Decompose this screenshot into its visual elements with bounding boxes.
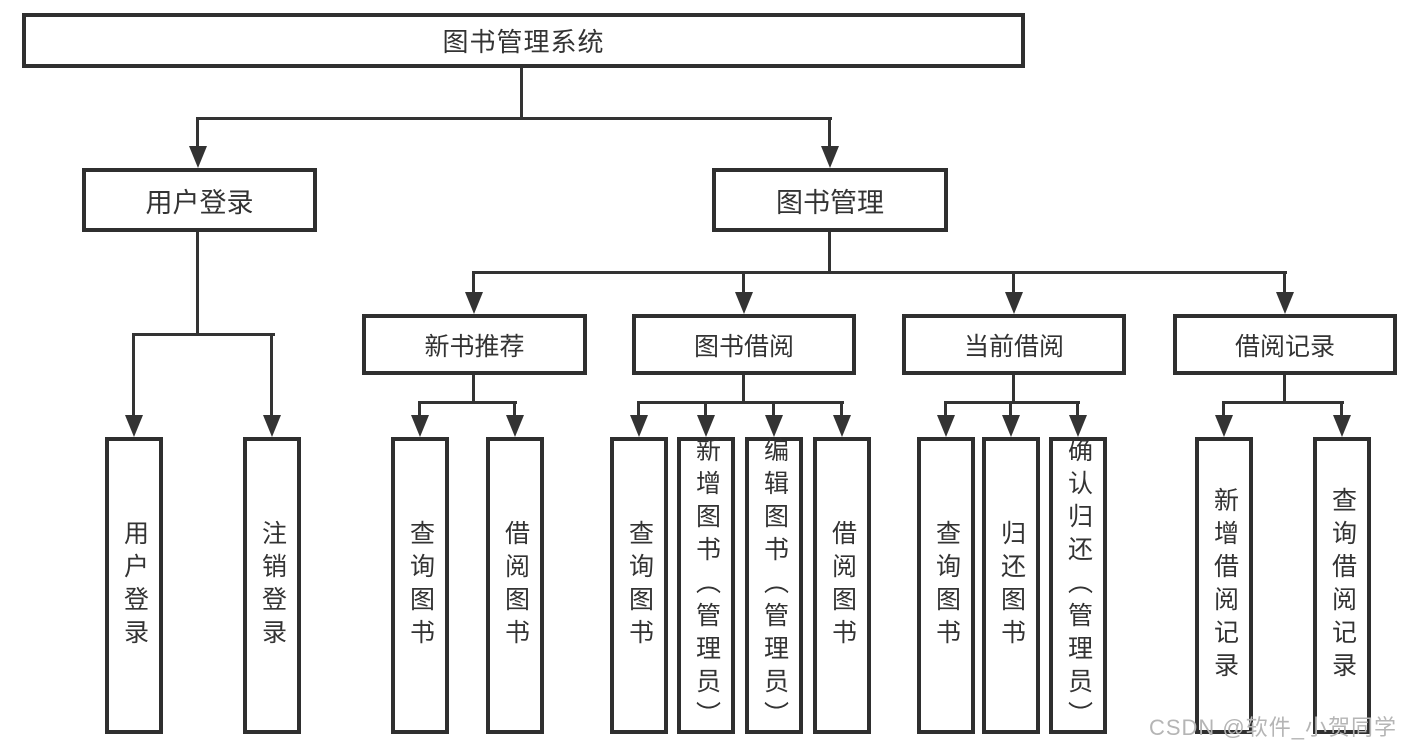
- node-book-borrowing: 图书借阅: [632, 314, 856, 375]
- connector-stem: [1283, 375, 1286, 404]
- connector-stem: [742, 375, 745, 404]
- arrowhead: [1333, 415, 1351, 437]
- node-current-borrowing: 当前借阅: [902, 314, 1126, 375]
- leaf-label: 归还图书: [997, 519, 1026, 652]
- connector-stem: [472, 375, 475, 404]
- arrowhead: [263, 415, 281, 437]
- leaf-user-login: 用户登录: [105, 437, 163, 734]
- connector-drop: [1340, 401, 1343, 417]
- connector-drop: [1076, 401, 1079, 417]
- leaf-label: 编辑图书（管理员）: [760, 437, 789, 734]
- node-label: 借阅记录: [1234, 332, 1335, 361]
- connector-drop: [840, 401, 843, 417]
- connector-l1-rail: [197, 117, 832, 120]
- node-library-management-system: 图书管理系统: [22, 13, 1025, 68]
- node-label: 当前借阅: [963, 332, 1064, 361]
- leaf-query-books-borrowing: 查询图书: [610, 437, 668, 734]
- node-label: 图书借阅: [693, 332, 794, 361]
- connector-l3-rail: [472, 271, 1287, 274]
- leaf-confirm-return-admin: 确认归还（管理员）: [1049, 437, 1107, 734]
- leaf-query-books-current: 查询图书: [917, 437, 975, 734]
- node-book-management: 图书管理: [712, 168, 948, 232]
- arrowhead: [506, 415, 524, 437]
- connector-drop: [828, 117, 831, 147]
- arrowhead: [1276, 292, 1294, 314]
- arrowhead: [1002, 415, 1020, 437]
- connector-rail: [637, 401, 844, 404]
- arrowhead: [465, 292, 483, 314]
- connector-drop: [1222, 401, 1225, 417]
- arrowhead: [630, 415, 648, 437]
- leaf-label: 查询图书: [932, 519, 961, 652]
- connector-drop: [132, 333, 135, 417]
- arrowhead: [833, 415, 851, 437]
- leaf-logout: 注销登录: [243, 437, 301, 734]
- leaf-query-books-recommend: 查询图书: [391, 437, 449, 734]
- connector-drop: [944, 401, 947, 417]
- node-label: 新书推荐: [424, 332, 525, 361]
- leaf-label: 注销登录: [258, 519, 287, 652]
- leaf-label: 新增图书（管理员）: [692, 437, 721, 734]
- node-label: 图书管理系统: [442, 27, 605, 57]
- leaf-label: 确认归还（管理员）: [1064, 437, 1093, 734]
- connector-drop: [472, 271, 475, 294]
- leaf-return-books: 归还图书: [982, 437, 1040, 734]
- leaf-borrow-books-borrowing: 借阅图书: [813, 437, 871, 734]
- leaf-edit-books-admin: 编辑图书（管理员）: [745, 437, 803, 734]
- leaf-label: 查询借阅记录: [1328, 486, 1357, 685]
- leaf-label: 用户登录: [120, 519, 149, 652]
- connector-drop: [637, 401, 640, 417]
- arrowhead: [125, 415, 143, 437]
- connector-book-management-stem: [828, 232, 831, 274]
- connector-drop: [742, 271, 745, 294]
- connector-rail: [944, 401, 1080, 404]
- connector-user-login-rail: [132, 333, 275, 336]
- connector-drop: [513, 401, 516, 417]
- node-borrowing-records: 借阅记录: [1173, 314, 1397, 375]
- leaf-label: 查询图书: [406, 519, 435, 652]
- arrowhead: [735, 292, 753, 314]
- arrowhead: [821, 146, 839, 168]
- leaf-borrow-books-recommend: 借阅图书: [486, 437, 544, 734]
- connector-rail: [1222, 401, 1344, 404]
- arrowhead: [1005, 292, 1023, 314]
- leaf-label: 借阅图书: [828, 519, 857, 652]
- arrowhead: [937, 415, 955, 437]
- arrowhead: [765, 415, 783, 437]
- connector-drop: [772, 401, 775, 417]
- connector-drop: [1283, 271, 1286, 294]
- leaf-query-borrow-record: 查询借阅记录: [1313, 437, 1371, 734]
- connector-stem: [1012, 375, 1015, 404]
- arrowhead: [411, 415, 429, 437]
- arrowhead: [1215, 415, 1233, 437]
- leaf-label: 新增借阅记录: [1210, 486, 1239, 685]
- leaf-label: 查询图书: [625, 519, 654, 652]
- leaf-label: 借阅图书: [501, 519, 530, 652]
- node-user-login: 用户登录: [82, 168, 317, 232]
- node-label: 用户登录: [145, 187, 254, 218]
- node-new-book-recommendation: 新书推荐: [362, 314, 587, 375]
- leaf-add-books-admin: 新增图书（管理员）: [677, 437, 735, 734]
- node-label: 图书管理: [776, 187, 884, 218]
- connector-drop: [1012, 271, 1015, 294]
- arrowhead: [189, 146, 207, 168]
- connector-drop: [418, 401, 421, 417]
- connector-drop: [1009, 401, 1012, 417]
- leaf-add-borrow-record: 新增借阅记录: [1195, 437, 1253, 734]
- connector-user-login-stem: [196, 232, 199, 336]
- connector-drop: [704, 401, 707, 417]
- connector-drop: [270, 333, 273, 417]
- connector-rail: [418, 401, 517, 404]
- connector-drop: [196, 117, 199, 147]
- arrowhead: [1069, 415, 1087, 437]
- arrowhead: [697, 415, 715, 437]
- connector-root-stem: [520, 68, 523, 120]
